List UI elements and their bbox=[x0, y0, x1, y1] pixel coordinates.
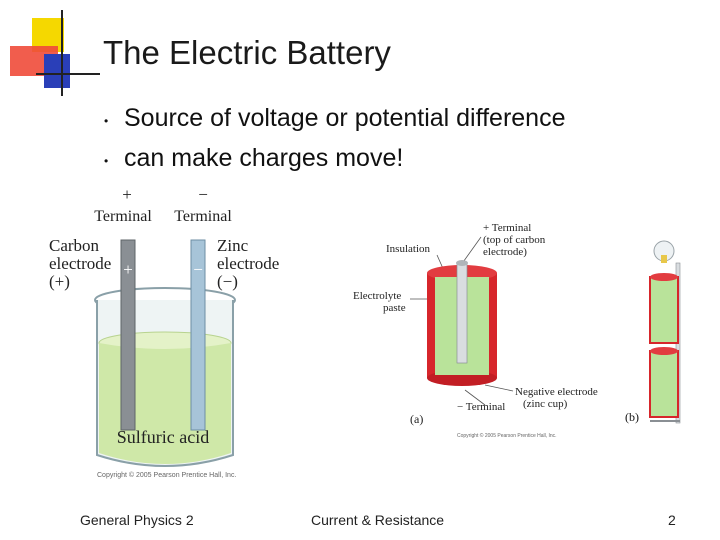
bullet-text: can make charges move! bbox=[124, 144, 404, 172]
electrolyte-label: paste bbox=[383, 302, 406, 314]
negative-terminal-label: − Terminal bbox=[457, 401, 505, 413]
minus-terminal-sign: − bbox=[198, 185, 208, 204]
copyright-text: Copyright © 2005 Pearson Prentice Hall, … bbox=[97, 471, 236, 479]
carbon-label: electrode bbox=[49, 254, 111, 273]
zinc-label: Zinc bbox=[217, 236, 249, 255]
carbon-plus-sign: + bbox=[123, 260, 133, 279]
corner-decoration bbox=[10, 10, 100, 96]
figure-b-label: (b) bbox=[625, 410, 639, 424]
positive-terminal-label: (top of carbon bbox=[483, 234, 546, 246]
page-number: 2 bbox=[668, 512, 676, 528]
bullet-dot: • bbox=[104, 154, 109, 168]
slide-title: The Electric Battery bbox=[103, 34, 391, 71]
positive-terminal-label: electrode) bbox=[483, 246, 527, 258]
footer-course: General Physics 2 bbox=[80, 512, 194, 528]
electrolyte-label: Electrolyte bbox=[353, 290, 401, 302]
zinc-label: electrode bbox=[217, 254, 279, 273]
zinc-electrode bbox=[190, 239, 206, 431]
deco-blue-square bbox=[44, 54, 70, 88]
bullet-text: Source of voltage or potential differenc… bbox=[124, 104, 566, 132]
plus-terminal-label: Terminal bbox=[94, 208, 152, 225]
figure-a-label: (a) bbox=[410, 412, 423, 426]
flashlight-diagram bbox=[649, 240, 681, 424]
negative-electrode-label: (zinc cup) bbox=[523, 398, 568, 410]
footer-topic: Current & Resistance bbox=[311, 512, 445, 528]
carbon-rod bbox=[456, 262, 468, 364]
bulb-base bbox=[661, 255, 667, 263]
plus-terminal-sign: + bbox=[122, 185, 132, 204]
cell-bottom-cap bbox=[650, 347, 678, 355]
cell-top bbox=[649, 276, 679, 344]
bullet-dot: • bbox=[104, 114, 109, 128]
insulation-label: Insulation bbox=[386, 243, 430, 255]
dry-cell-diagram: + Terminal (top of carbon electrode) Ins… bbox=[353, 222, 598, 439]
zinc-label: (−) bbox=[217, 272, 238, 291]
carbon-label: Carbon bbox=[49, 236, 100, 255]
negative-electrode-label: Negative electrode bbox=[515, 386, 598, 398]
copyright-text: Copyright © 2005 Pearson Prentice Hall, … bbox=[457, 432, 557, 439]
minus-terminal-label: Terminal bbox=[174, 208, 232, 225]
positive-terminal-label: + Terminal bbox=[483, 222, 531, 234]
carbon-electrode bbox=[120, 239, 136, 431]
wet-cell-diagram: + Terminal − Terminal Carbon electrode (… bbox=[49, 185, 279, 479]
cell-bottom bbox=[649, 350, 679, 418]
acid-label: Sulfuric acid bbox=[117, 427, 209, 447]
zinc-minus-sign: − bbox=[193, 260, 203, 279]
positive-terminal-cap bbox=[456, 260, 468, 266]
carbon-label: (+) bbox=[49, 272, 70, 291]
cell-top-cap bbox=[650, 273, 678, 281]
